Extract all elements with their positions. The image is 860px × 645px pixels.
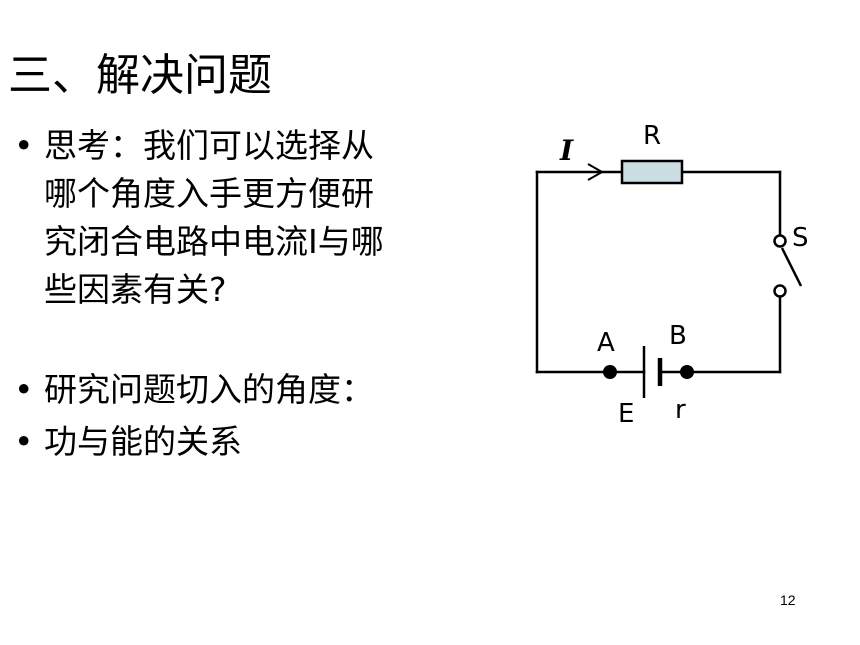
- slide-title: 三、解决问题: [8, 50, 272, 101]
- terminal-a-label: A: [597, 328, 615, 358]
- bullet-item-question: • 思考：我们可以选择从哪个角度入手更方便研究闭合电路中电流I与哪些因素有关?: [8, 122, 408, 314]
- bullet-text: 研究问题切入的角度：: [44, 370, 374, 409]
- battery-icon: [642, 346, 663, 398]
- terminal-b-dot-icon: [680, 365, 694, 379]
- bullet-text: 功与能的关系: [44, 422, 242, 461]
- terminal-a-dot-icon: [603, 365, 617, 379]
- current-arrow-icon: [570, 163, 605, 181]
- circuit-diagram: I R S A B E r: [535, 121, 809, 429]
- switch-label: S: [792, 223, 809, 253]
- bullet-item-work-energy: • 功与能的关系: [8, 418, 408, 466]
- terminal-b-label: B: [669, 321, 687, 351]
- current-label: I: [559, 134, 574, 167]
- bullet-list: • 思考：我们可以选择从哪个角度入手更方便研究闭合电路中电流I与哪些因素有关? …: [8, 122, 408, 466]
- bullet-text: 思考：我们可以选择从哪个角度入手更方便研究闭合电路中电流I与哪些因素有关?: [44, 126, 384, 309]
- bullet-dot-icon: •: [14, 370, 34, 409]
- resistor-label: R: [643, 121, 661, 151]
- internal-resistance-label: r: [675, 395, 686, 425]
- emf-label: E: [618, 399, 634, 429]
- switch-icon: [773, 234, 803, 298]
- bullet-item-angle: • 研究问题切入的角度：: [8, 366, 408, 414]
- page-number: 12: [780, 592, 796, 608]
- resistor-icon: [620, 159, 684, 185]
- bullet-dot-icon: •: [14, 422, 34, 461]
- bullet-dot-icon: •: [14, 126, 34, 165]
